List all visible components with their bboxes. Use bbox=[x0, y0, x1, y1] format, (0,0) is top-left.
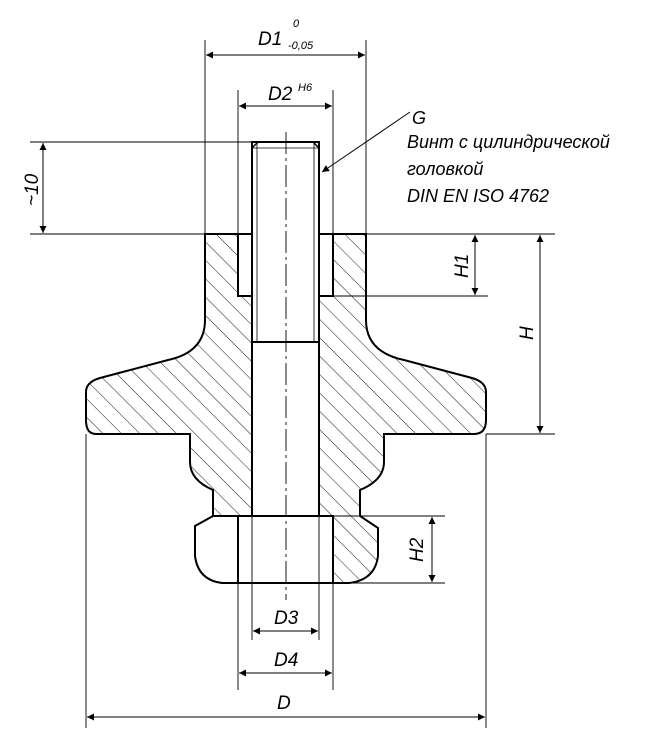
screw-chamfer-l bbox=[251, 141, 259, 149]
label-h2: H2 bbox=[407, 537, 428, 562]
label-d1-tol-upper: 0 bbox=[293, 18, 300, 30]
callout-line-1: Винт с цилиндрической bbox=[407, 132, 610, 152]
label-d2-fit: H6 bbox=[298, 82, 313, 94]
callout-line-2: головкой bbox=[407, 159, 483, 179]
label-d3: D3 bbox=[274, 608, 299, 629]
callout-line-3: DIN EN ISO 4762 bbox=[407, 186, 549, 206]
body-right-hatched bbox=[318, 233, 487, 584]
callout-leader bbox=[321, 111, 411, 173]
label-h: H bbox=[517, 326, 538, 340]
screw-shank bbox=[251, 141, 320, 517]
label-d4: D4 bbox=[274, 650, 298, 671]
callout-g: G bbox=[412, 108, 426, 128]
body-left-hatched bbox=[85, 233, 253, 584]
label-d1: D1 bbox=[258, 29, 282, 50]
label-d2: D2 bbox=[268, 84, 293, 105]
label-d1-tol-lower: -0,05 bbox=[288, 40, 314, 52]
lower-counterbore bbox=[237, 515, 334, 584]
label-d: D bbox=[277, 693, 291, 714]
label-approx-10: ~10 bbox=[22, 173, 43, 206]
screw-chamfer-r bbox=[312, 141, 320, 149]
label-h1: H1 bbox=[452, 254, 473, 278]
